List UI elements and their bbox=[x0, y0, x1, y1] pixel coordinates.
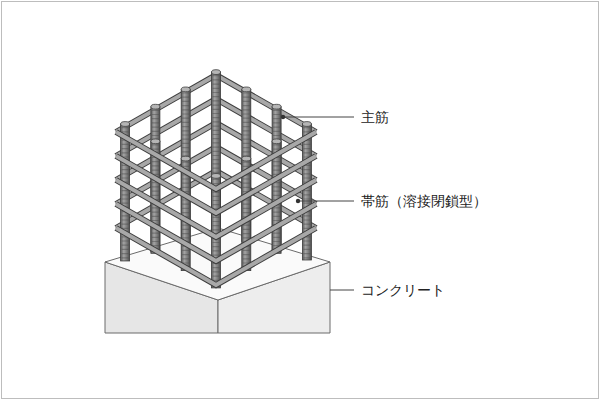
hoop-front bbox=[116, 132, 316, 285]
hoop bbox=[116, 132, 316, 189]
hoop bbox=[116, 204, 316, 261]
hoop bbox=[116, 228, 316, 285]
hoop bbox=[116, 132, 316, 189]
hoop bbox=[116, 156, 316, 213]
hoop bbox=[116, 204, 316, 261]
main-bars bbox=[121, 70, 312, 288]
main-bar bbox=[121, 122, 130, 261]
part-label: コンクリート bbox=[361, 282, 445, 299]
hoop bbox=[116, 228, 316, 285]
part-label: 帯筋（溶接閉鎖型） bbox=[361, 193, 487, 210]
hoop bbox=[116, 180, 316, 237]
hoop bbox=[116, 156, 316, 213]
hoop bbox=[116, 180, 316, 237]
part-label: 主筋 bbox=[361, 109, 389, 126]
leader-lines bbox=[281, 115, 354, 290]
